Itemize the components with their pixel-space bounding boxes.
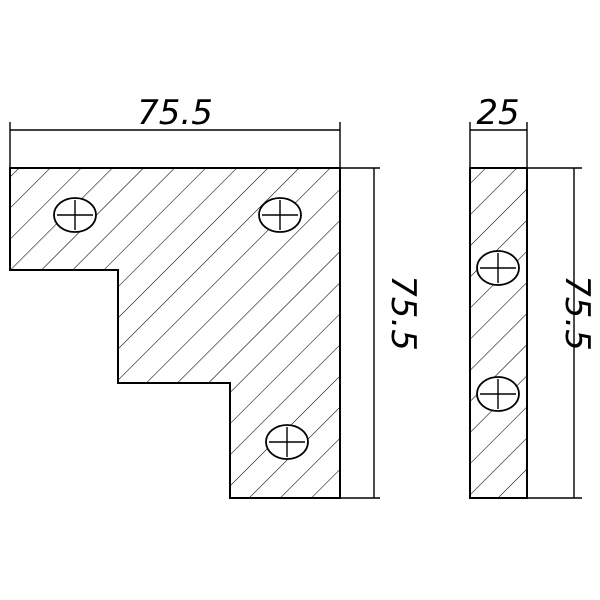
hole-top-right	[258, 197, 302, 233]
front-height-label: 75.5	[383, 275, 423, 351]
side-hatching	[470, 168, 527, 498]
hole-top-left	[53, 197, 97, 233]
side-width-label: 25	[476, 93, 519, 133]
side-view: 25 75.5	[469, 93, 597, 499]
side-width-dimension: 25	[469, 93, 528, 168]
side-hole-lower	[476, 376, 520, 412]
front-width-dimension: 75.5	[9, 93, 341, 168]
side-height-dimension: 75.5	[527, 167, 597, 499]
front-outline	[9, 167, 341, 499]
front-height-dimension: 75.5	[340, 167, 423, 499]
side-outline	[469, 167, 528, 499]
side-height-label: 75.5	[557, 275, 597, 351]
side-hole-upper	[476, 250, 520, 286]
front-width-label: 75.5	[137, 93, 213, 133]
hole-bottom	[265, 424, 309, 460]
front-view: 75.5 75.5	[9, 93, 423, 499]
